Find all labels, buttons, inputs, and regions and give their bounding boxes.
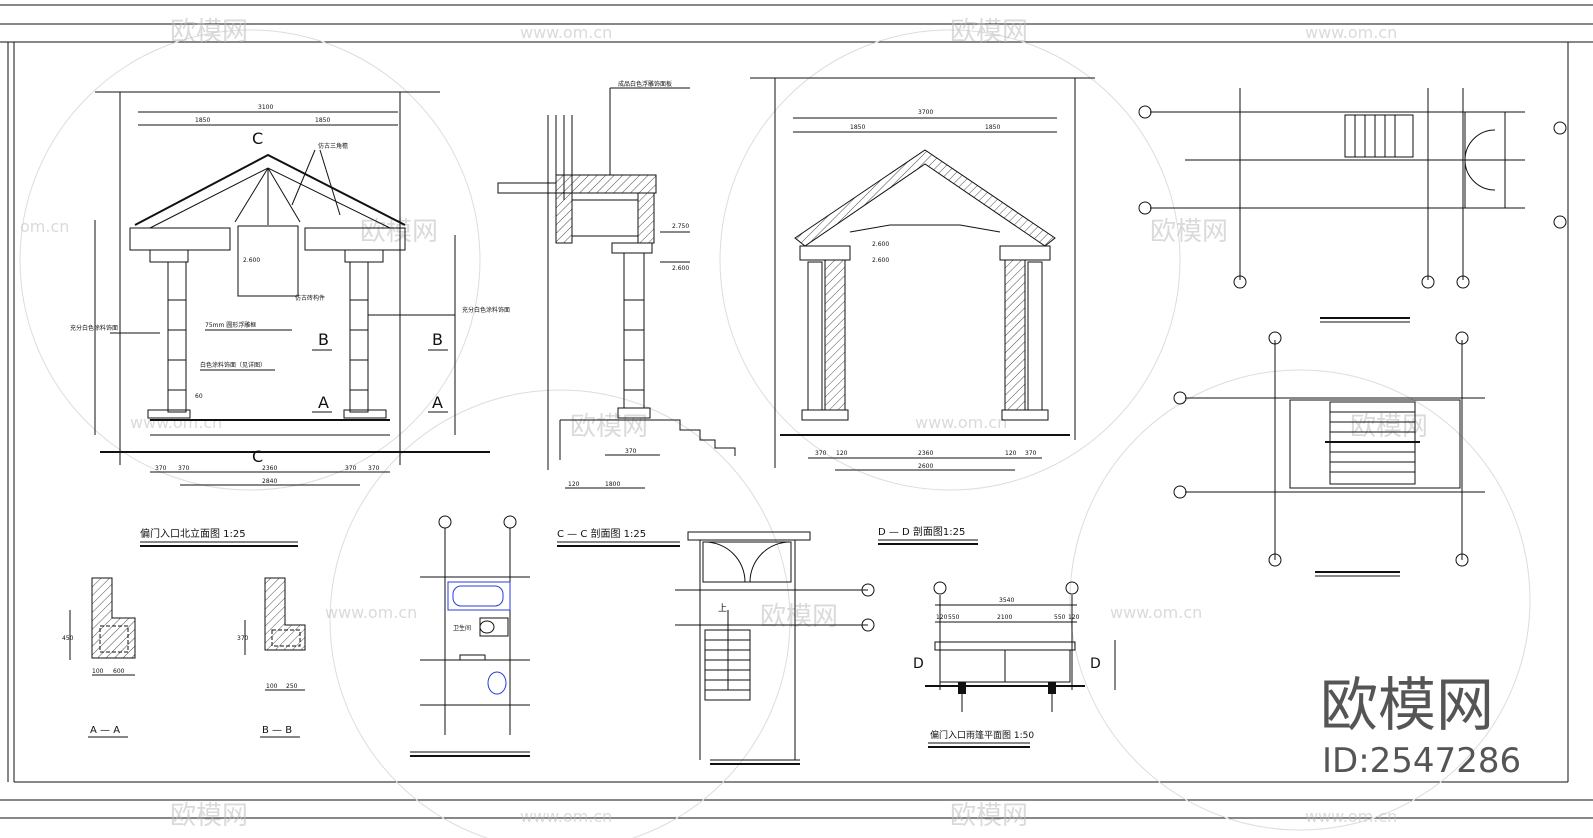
canopy-dim: 550 <box>948 614 960 621</box>
dd-dim-total: 3700 <box>918 109 933 116</box>
section-mark-b-right: B <box>432 330 443 349</box>
section-mark-b-left: B <box>318 330 329 349</box>
toilet-plan-drawing: 卫生间 <box>410 515 530 757</box>
level-mark: 60 <box>195 393 203 400</box>
watermark-site: www.om.cn <box>1305 23 1397 42</box>
dd-bottom-dim: 2360 <box>918 450 933 457</box>
canopy-dim: 2100 <box>997 614 1012 621</box>
canopy-mark-d-right: D <box>1090 656 1101 672</box>
note-paint: 白色涂料饰面（见详图） <box>200 361 266 369</box>
detail-aa-title: A — A <box>90 725 120 736</box>
bottom-dim: 370 <box>345 465 357 472</box>
canopy-dim: 120 <box>936 614 948 621</box>
note-frame: 75mm 圆形浮雕框 <box>205 321 256 329</box>
level-mark: 2.600 <box>243 257 260 264</box>
detail-bb-title: B — B <box>262 725 292 736</box>
badge-brand: 欧模网 <box>1320 671 1494 739</box>
aa-dim: 600 <box>113 668 125 675</box>
brand-badge: 欧模网 ID:2547286 <box>1320 671 1521 781</box>
canopy-mark-d-left: D <box>913 656 924 672</box>
cc-dim: 120 <box>568 481 580 488</box>
note-roof: 仿古三角檐 <box>318 142 348 150</box>
dd-level: 2.600 <box>872 241 889 248</box>
floor-plan-lower <box>1173 331 1485 577</box>
dd-bottom-dim: 120 <box>1005 450 1017 457</box>
canopy-dim-total: 3540 <box>999 597 1014 604</box>
aa-dim: 100 <box>92 668 104 675</box>
canopy-dim: 120 <box>1068 614 1080 621</box>
canopy-dim: 550 <box>1054 614 1066 621</box>
dd-level: 2.600 <box>872 257 889 264</box>
watermark-site: om.cn <box>20 217 69 236</box>
section-cc-title: C — C 剖面图 1:25 <box>557 527 646 540</box>
section-mark-a-left: A <box>318 393 329 412</box>
watermark-brand: 欧模网 <box>1350 412 1428 442</box>
watermark-brand: 欧模网 <box>570 412 648 442</box>
bb-dim: 370 <box>237 635 249 642</box>
watermark-brand: 欧模网 <box>950 17 1028 47</box>
bottom-dim: 2360 <box>262 465 277 472</box>
section-mark-a-right: A <box>432 393 443 412</box>
floor-plan-upper <box>1138 88 1567 323</box>
dim-total: 3100 <box>258 104 273 111</box>
section-dd-drawing: 3700 1850 1850 2.600 2.600 370 120 2360 … <box>750 77 1095 545</box>
cc-note: 成品白色浮雕饰面板 <box>618 80 672 88</box>
stair-plan-drawing: 上 <box>675 531 875 765</box>
dim-half: 1850 <box>315 117 330 124</box>
section-cc-drawing: 成品白色浮雕饰面板 2.750 2.600 370 1800 120 C — C… <box>497 80 736 547</box>
elevation-title: 偏门入口北立面图 1:25 <box>140 527 246 540</box>
watermark-site: www.om.cn <box>1305 807 1397 826</box>
cc-level: 2.600 <box>672 265 689 272</box>
canopy-plan-title: 偏门入口雨篷平面图 1:50 <box>930 729 1034 741</box>
section-dd-title: D — D 剖面图1:25 <box>878 525 965 538</box>
dim-half: 1850 <box>195 117 210 124</box>
detail-bb-drawing: 370 100 250 B — B <box>237 577 306 738</box>
detail-aa-drawing: 450 100 600 A — A <box>62 577 136 738</box>
dd-bottom-total: 2600 <box>918 463 933 470</box>
watermark-brand: 欧模网 <box>1150 217 1228 247</box>
dd-bottom-dim: 370 <box>815 450 827 457</box>
watermark-brand: 欧模网 <box>760 602 838 632</box>
bb-dim: 250 <box>286 683 298 690</box>
watermark-site: www.om.cn <box>325 603 417 622</box>
watermark-site: www.om.cn <box>915 413 1007 432</box>
aa-dim: 450 <box>62 635 74 642</box>
north-elevation-drawing: 3100 1850 1850 C C B B <box>70 91 510 547</box>
stair-up-label: 上 <box>718 603 727 614</box>
bottom-dim: 370 <box>178 465 190 472</box>
bottom-dim: 370 <box>155 465 167 472</box>
note-brick: 仿古砖构件 <box>295 294 325 302</box>
bb-dim: 100 <box>266 683 278 690</box>
note-left: 充分白色涂料饰面 <box>70 324 118 332</box>
note-right: 充分白色涂料饰面 <box>462 306 510 314</box>
section-mark-c-bottom: C <box>252 447 263 466</box>
toilet-label: 卫生间 <box>453 624 471 632</box>
badge-id: ID:2547286 <box>1322 741 1521 781</box>
canopy-plan-drawing: 3540 120 550 2100 550 120 D D 偏门入口雨篷平面图 … <box>913 581 1116 748</box>
dd-bottom-dim: 370 <box>1025 450 1037 457</box>
section-mark-c-top: C <box>252 129 263 148</box>
dd-bottom-dim: 120 <box>836 450 848 457</box>
watermark-brand: 欧模网 <box>170 17 248 47</box>
dd-dim-half: 1850 <box>850 124 865 131</box>
sheet-frame <box>0 4 1593 819</box>
bottom-total: 2840 <box>262 478 277 485</box>
bottom-dim: 370 <box>368 465 380 472</box>
watermark-brand: 欧模网 <box>950 801 1028 831</box>
watermark-brand: 欧模网 <box>170 801 248 831</box>
cc-level: 2.750 <box>672 223 689 230</box>
watermark-site: www.om.cn <box>130 413 222 432</box>
cc-dim: 370 <box>625 448 637 455</box>
cc-dim: 1800 <box>605 481 620 488</box>
watermark-site: www.om.cn <box>1110 603 1202 622</box>
watermark-site: www.om.cn <box>520 23 612 42</box>
dd-dim-half: 1850 <box>985 124 1000 131</box>
watermark-site: www.om.cn <box>520 807 612 826</box>
